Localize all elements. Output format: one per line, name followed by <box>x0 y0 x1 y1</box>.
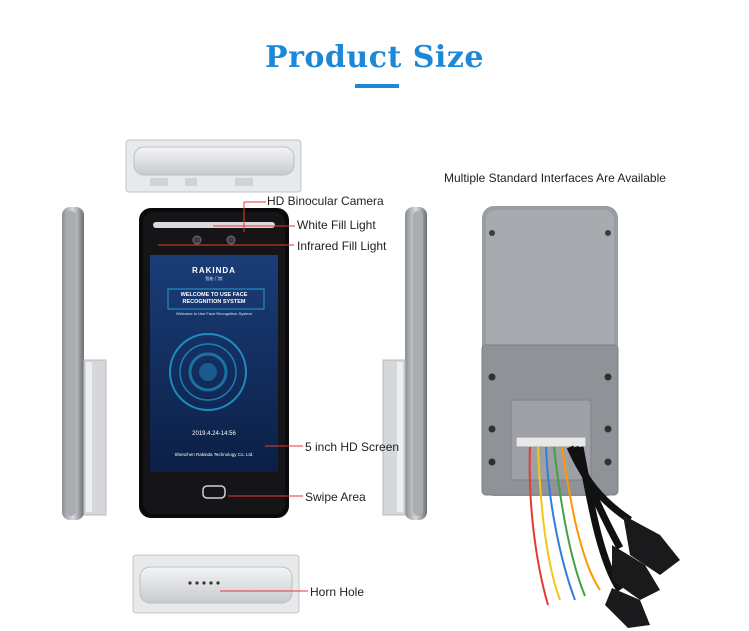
page-title: Product Size <box>265 40 484 75</box>
callout-horn: Horn Hole <box>310 585 365 599</box>
device-brand-sub: 智能·门禁 <box>205 276 223 281</box>
top-view <box>125 139 302 193</box>
callout-swipe: Swipe Area <box>305 490 366 504</box>
callout-ir-light: Infrared Fill Light <box>297 239 387 253</box>
interfaces-caption: Multiple Standard Interfaces Are Availab… <box>444 171 666 185</box>
device-welcome-2: RECOGNITION SYSTEM <box>182 299 246 305</box>
callout-white-light: White Fill Light <box>297 218 376 232</box>
title-underline <box>355 84 399 88</box>
callout-screen: 5 inch HD Screen <box>305 440 400 454</box>
device-welcome-small: Welcome to Use Face Recognition System <box>176 311 252 316</box>
device-datetime: 2019.4.24-14:56 <box>192 431 236 437</box>
front-device <box>139 208 289 518</box>
right-side-view <box>382 207 427 520</box>
left-side-view <box>62 207 107 520</box>
callout-camera: HD Binocular Camera <box>267 194 384 208</box>
device-welcome-1: WELCOME TO USE FACE <box>180 292 248 298</box>
device-company: Shenzhen Rakinda Technology Co. Ltd. <box>174 452 254 457</box>
rear-interface-view <box>481 206 680 628</box>
callout-lines <box>158 201 308 592</box>
device-brand: RAKINDA <box>192 266 236 275</box>
bottom-view <box>132 554 300 614</box>
